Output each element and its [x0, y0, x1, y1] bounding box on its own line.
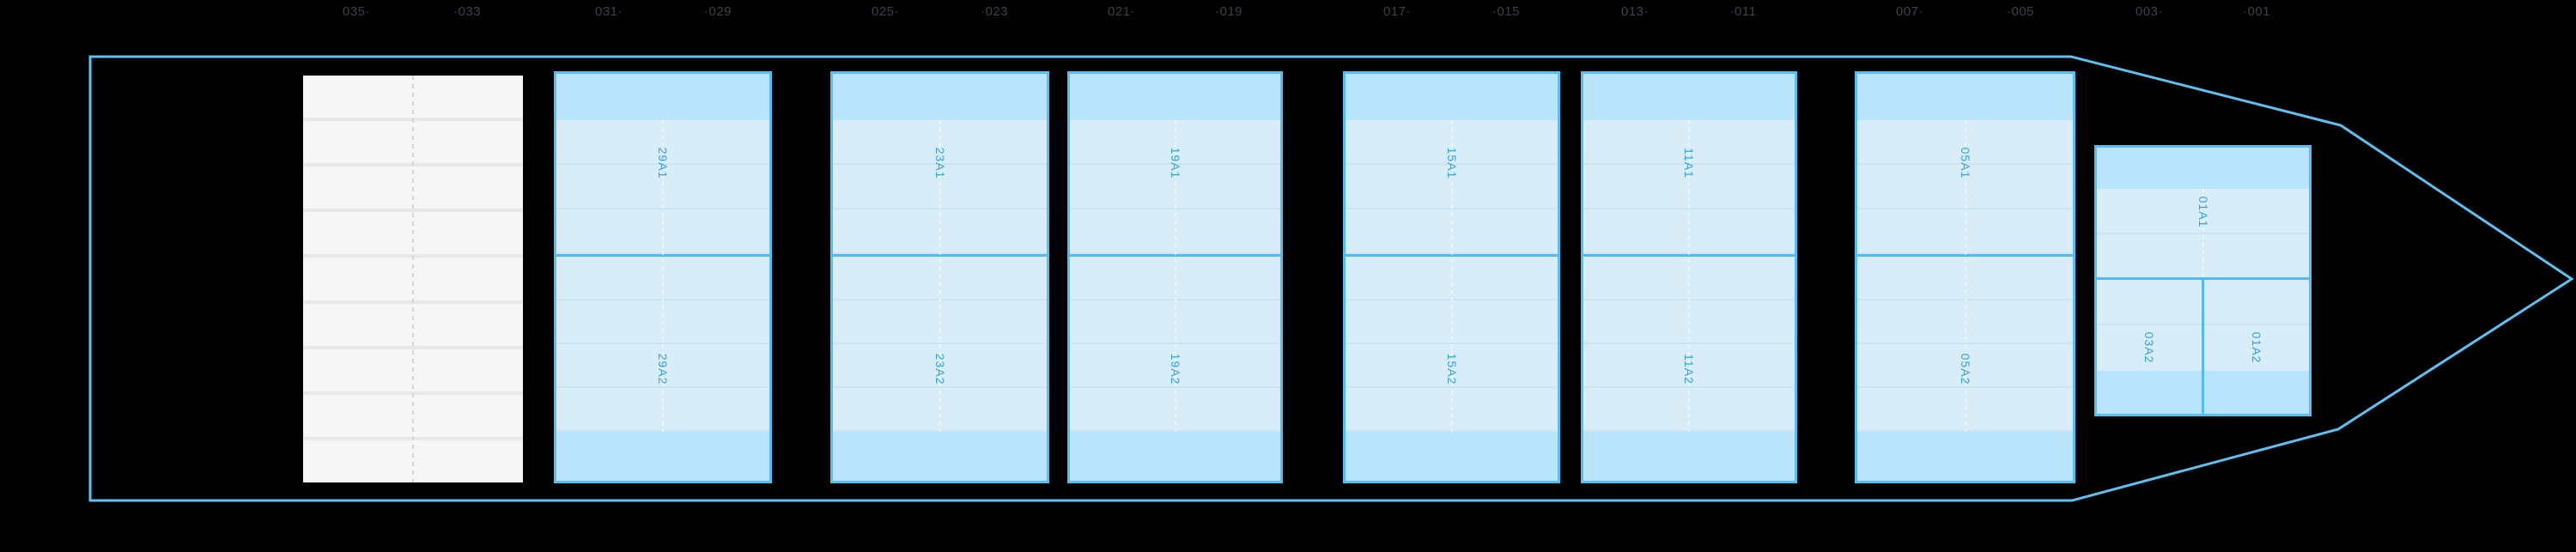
bay-a2-zone[interactable] [556, 257, 769, 432]
bay-cell-divider [2202, 280, 2204, 414]
bay-top-band [2097, 148, 2309, 189]
bay-bottom-band [1857, 432, 2073, 481]
bay-a2-zone[interactable] [1070, 257, 1280, 432]
bay-bottom-band [2204, 371, 2309, 414]
bay-11: 11A1 11A2 [1581, 71, 1797, 483]
bay-05: 05A1 05A2 [1855, 71, 2075, 483]
ruler: 035· ·033 031· ·029 025· ·023 021· ·019 017· ·015… [0, 0, 2576, 26]
bay-top-band [1346, 74, 1558, 120]
ruler-label: ·029 [703, 4, 732, 19]
bay-cell-rows [2204, 280, 2309, 371]
bay-top-band [556, 74, 769, 120]
bay-a1-zone[interactable] [1070, 120, 1280, 254]
bay-a2-zone[interactable] [1583, 257, 1795, 432]
ruler-label: 007· [1895, 4, 1924, 19]
bay-01: 03A2 01A2 01A1 [2094, 145, 2312, 416]
bay-bottom-band [1070, 432, 1280, 481]
bay-a1-zone[interactable] [1583, 120, 1795, 254]
bay-bottom-band [556, 432, 769, 481]
bay-23: 23A1 23A2 [830, 71, 1049, 483]
bay-bottom-band [1346, 432, 1558, 481]
bay-a2-zone[interactable] [833, 257, 1047, 432]
bay-bottom-band [1583, 432, 1795, 481]
bay-cell-rows [2097, 280, 2202, 371]
bay-a1-zone[interactable] [833, 120, 1047, 254]
ruler-label: ·005 [2006, 4, 2035, 19]
deck-grid-centerline-dash [412, 76, 414, 482]
deck-grid [303, 76, 523, 482]
ruler-label: 013· [1620, 4, 1649, 19]
ruler-label: 021· [1107, 4, 1136, 19]
ruler-label: 031· [594, 4, 623, 19]
ruler-label: ·033 [453, 4, 482, 19]
bay-top-band [1070, 74, 1280, 120]
bay-a1-zone[interactable] [556, 120, 769, 254]
bay-a1-zone[interactable] [1857, 120, 2073, 254]
bay-29: 29A1 29A2 [554, 71, 772, 483]
bay-a2-zone[interactable] [1857, 257, 2073, 432]
bay-bottom-band [833, 432, 1047, 481]
bay-a2-zone[interactable] [1346, 257, 1558, 432]
bay-top-band [833, 74, 1047, 120]
ruler-label: ·015 [1492, 4, 1521, 19]
ruler-label: ·023 [980, 4, 1009, 19]
bay-15: 15A1 15A2 [1343, 71, 1560, 483]
bay-top-band [1583, 74, 1795, 120]
ruler-label: ·011 [1729, 4, 1757, 19]
bay-19: 19A1 19A2 [1067, 71, 1283, 483]
bay-a2-zone: 03A2 01A2 [2097, 280, 2309, 414]
bay-top-band [1857, 74, 2073, 120]
bay-a2-cell-03[interactable]: 03A2 [2097, 280, 2202, 414]
bay-bottom-band [2097, 371, 2202, 414]
bay-a2-cell-01[interactable]: 01A2 [2204, 280, 2309, 414]
ruler-label: 025· [871, 4, 900, 19]
bay-a1-zone[interactable] [2097, 189, 2309, 277]
ruler-label: ·001 [2242, 4, 2271, 19]
ruler-label: 003· [2135, 4, 2164, 19]
ruler-label: 017· [1382, 4, 1412, 19]
ruler-label: 035· [342, 4, 371, 19]
ruler-label: ·019 [1214, 4, 1243, 19]
bay-a1-zone[interactable] [1346, 120, 1558, 254]
ship-hull-outline [88, 55, 2574, 502]
